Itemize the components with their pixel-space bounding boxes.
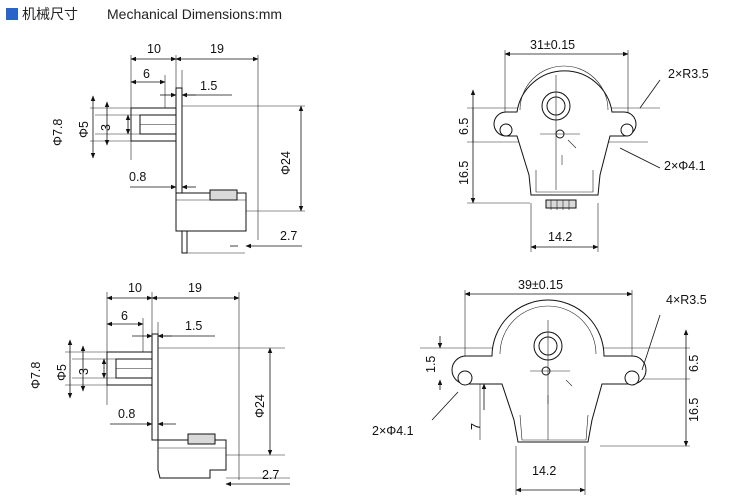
top-front-d6-5: 6.5	[457, 118, 471, 135]
top-side-phi7-8: Φ7.8	[51, 119, 65, 146]
bottom-side-d19: 19	[188, 281, 202, 295]
top-front-body	[493, 70, 637, 196]
top-front-radius: 2×R3.5	[668, 67, 709, 81]
bottom-front-left-hole	[457, 370, 473, 386]
header-square-icon	[6, 8, 18, 20]
bottom-front-right-hole	[624, 370, 640, 386]
top-side-phi24: Φ24	[279, 151, 293, 175]
top-side-d2-7: 2.7	[280, 229, 297, 243]
bottom-front-d14-2: 14.2	[532, 464, 556, 478]
bottom-front-width: 39±0.15	[518, 278, 563, 292]
top-side-phi5: Φ5	[77, 121, 91, 138]
header-title-cn: 机械尺寸	[22, 6, 78, 22]
top-front-right-hole	[620, 123, 634, 137]
bottom-side-view	[65, 292, 290, 487]
bottom-side-motor-can	[157, 439, 227, 479]
top-front-hole: 2×Φ4.1	[664, 159, 706, 173]
top-side-d3: 3	[99, 124, 113, 131]
top-side-connector	[209, 189, 238, 201]
bottom-side-d2-7: 2.7	[262, 468, 279, 482]
top-side-pin	[181, 230, 188, 254]
bottom-side-phi24: Φ24	[253, 394, 267, 418]
bottom-side-d6: 6	[121, 309, 128, 323]
bottom-front-view	[420, 290, 690, 495]
bottom-side-d10: 10	[128, 281, 142, 295]
bottom-side-phi7-8: Φ7.8	[29, 362, 43, 389]
top-front-connector	[545, 199, 577, 209]
top-side-view	[90, 55, 305, 254]
header-title-en: Mechanical Dimensions:mm	[107, 6, 283, 22]
top-side-d19: 19	[210, 42, 224, 56]
bottom-front-d1-5: 1.5	[424, 356, 438, 373]
bottom-side-connector	[187, 433, 216, 445]
bottom-side-mount-plate	[151, 333, 159, 441]
bottom-side-d3: 3	[77, 368, 91, 375]
bottom-side-d0-8: 0.8	[118, 407, 135, 421]
top-side-d0-8: 0.8	[129, 170, 146, 184]
top-side-d1-5: 1.5	[200, 79, 217, 93]
bottom-front-d16-5: 16.5	[687, 398, 701, 422]
top-side-d6: 6	[143, 67, 150, 81]
top-front-left-hole	[499, 123, 513, 137]
bottom-side-phi5: Φ5	[55, 364, 69, 381]
header: 机械尺寸	[6, 4, 78, 24]
top-side-d10: 10	[147, 42, 161, 56]
bottom-front-d7: 7	[469, 423, 483, 430]
top-front-view	[467, 50, 661, 252]
top-front-width: 31±0.15	[530, 38, 575, 52]
bottom-front-radius: 4×R3.5	[666, 293, 707, 307]
bottom-front-hole: 2×Φ4.1	[372, 424, 414, 438]
bottom-front-d6-5: 6.5	[687, 355, 701, 372]
top-side-mount-plate	[175, 87, 183, 194]
bottom-side-d1-5: 1.5	[185, 319, 202, 333]
top-front-d14-2: 14.2	[548, 230, 572, 244]
top-front-d16-5: 16.5	[457, 161, 471, 185]
